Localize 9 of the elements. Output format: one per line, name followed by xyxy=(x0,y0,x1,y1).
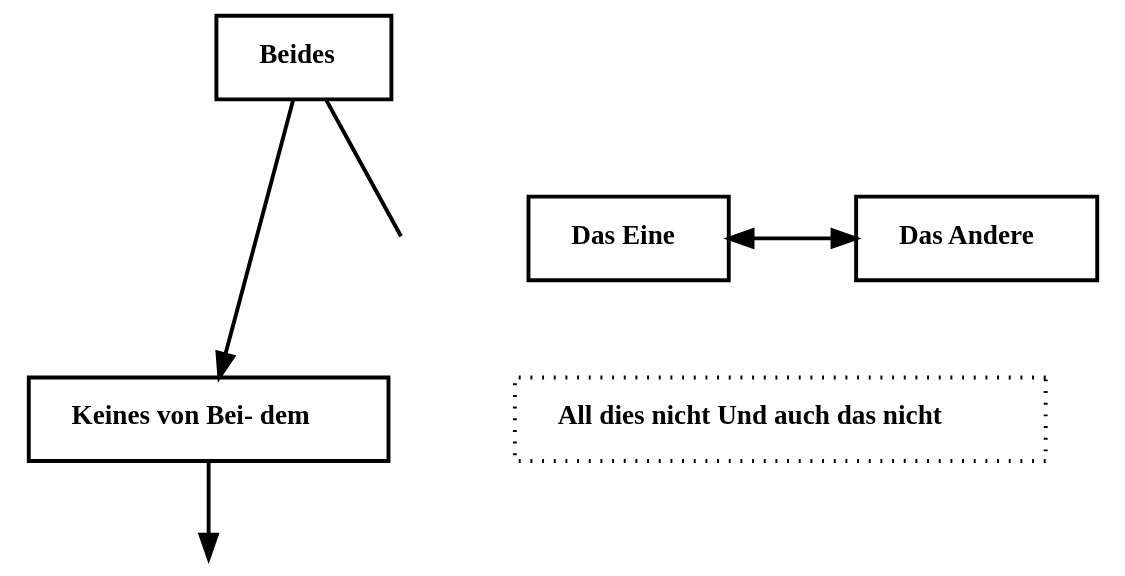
node-box: Das Andere xyxy=(853,194,1099,283)
node-box: Das Eine xyxy=(526,194,731,283)
arrow xyxy=(722,227,862,250)
arrow xyxy=(214,99,295,383)
connector xyxy=(323,98,403,238)
node-box: All dies nicht Und auch das nicht xyxy=(512,375,1048,463)
node-box: Beides xyxy=(213,13,393,102)
node-box: Keines von Bei- dem xyxy=(26,375,390,463)
arrow xyxy=(197,461,220,564)
